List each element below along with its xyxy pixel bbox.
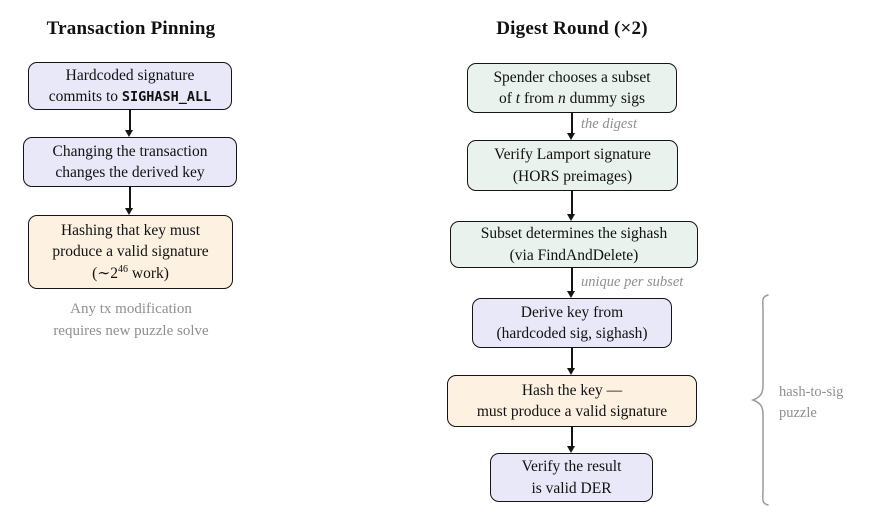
arrow-label-the-digest: the digest [581, 116, 637, 132]
box-text: Derive key from [520, 303, 624, 321]
brace-label-hash-to-sig-puzzle: hash-to-sig puzzle [779, 382, 843, 424]
box-text: (∼2 [92, 264, 118, 282]
sighash-all-code: SIGHASH_ALL [121, 89, 212, 105]
digest-box-verify-lamport: Verify Lamport signature (HORS preimages… [467, 140, 678, 191]
box-line: Verify the result [522, 456, 622, 477]
math-var-t: t [515, 90, 521, 107]
box-line: Hashing that key must [61, 220, 200, 241]
box-text: changes the derived key [55, 164, 205, 181]
arrow-shaft [129, 110, 131, 133]
box-text: Hashing that key must [60, 221, 201, 239]
arrow-head [567, 291, 576, 298]
arrow-shaft [571, 268, 573, 294]
box-text: Verify the result [521, 458, 622, 476]
box-text: dummy sigs [565, 90, 645, 107]
exponent-46: 46 [118, 263, 128, 275]
arrow-down-icon [124, 110, 136, 137]
digest-box-spender-chooses: Spender chooses a subset of t from n dum… [467, 63, 677, 113]
arrow-head [125, 130, 134, 137]
box-text: (via FindAndDelete) [509, 246, 639, 264]
arrow-down-icon [566, 348, 578, 375]
arrow-label-unique-per-subset: unique per subset [581, 274, 684, 290]
box-line: must produce a valid signature [477, 401, 667, 422]
arrow-head [567, 368, 576, 375]
digest-box-hash-the-key: Hash the key — must produce a valid sign… [447, 375, 697, 427]
curly-brace-icon [750, 294, 769, 506]
pinning-box-hashing-key: Hashing that key must produce a valid si… [28, 215, 233, 289]
footnote-line: requires new puzzle solve [53, 322, 209, 339]
arrow-down-icon [566, 191, 578, 221]
arrow-shaft [571, 348, 573, 371]
box-text: commits to [48, 88, 122, 105]
box-text: produce a valid signature [52, 243, 209, 261]
arrow-head [125, 208, 134, 215]
box-line: Spender chooses a subset [493, 67, 650, 88]
box-text: Subset determines the sighash [480, 225, 668, 243]
arrow-head [567, 446, 576, 453]
brace-label-line: hash-to-sig [779, 384, 844, 400]
box-line: of t from n dummy sigs [499, 88, 645, 109]
arrow-down-icon [566, 427, 578, 453]
pinning-box-hardcoded-signature: Hardcoded signature commits to SIGHASH_A… [28, 62, 232, 110]
box-line: commits to SIGHASH_ALL [49, 86, 212, 107]
box-text: work) [128, 264, 169, 282]
box-line: changes the derived key [55, 162, 204, 183]
box-text: Spender chooses a subset [493, 68, 651, 86]
box-text: of [499, 90, 516, 107]
arrow-down-icon [124, 187, 136, 215]
digest-box-derive-key: Derive key from (hardcoded sig, sighash) [472, 298, 672, 348]
box-line: is valid DER [531, 478, 611, 499]
digest-box-verify-der: Verify the result is valid DER [490, 453, 653, 502]
arrow-shaft [571, 191, 573, 217]
box-line: (hardcoded sig, sighash) [496, 323, 647, 344]
arrow-shaft [129, 187, 131, 211]
arrow-shaft [571, 113, 573, 136]
arrow-shaft [571, 427, 573, 449]
footnote-line: Any tx modification [70, 301, 192, 317]
box-line: Changing the transaction [53, 141, 208, 162]
box-line: (∼246 work) [92, 263, 169, 284]
box-text: Verify Lamport signature [494, 146, 651, 164]
box-line: Derive key from [521, 302, 623, 323]
box-text: (HORS preimages) [512, 167, 633, 185]
box-text: Hash the key — [521, 381, 623, 399]
brace-label-line: puzzle [779, 405, 817, 422]
math-var-n: n [558, 90, 566, 107]
arrow-down-icon [566, 268, 578, 298]
box-line: Subset determines the sighash [481, 223, 667, 244]
digest-box-subset-sighash: Subset determines the sighash (via FindA… [450, 221, 698, 268]
right-column-title: Digest Round (×2) [496, 18, 648, 39]
box-text: Hardcoded signature [65, 66, 195, 84]
box-line: Hash the key — [522, 380, 622, 401]
box-text: must produce a valid signature [476, 403, 668, 420]
arrow-down-icon [566, 113, 578, 140]
arrow-head [567, 214, 576, 221]
box-text: (hardcoded sig, sighash) [496, 325, 648, 342]
box-text: Changing the transaction [52, 142, 208, 160]
box-line: (via FindAndDelete) [510, 245, 639, 266]
left-column-title: Transaction Pinning [46, 18, 216, 39]
pinning-box-changing-transaction: Changing the transaction changes the der… [23, 137, 237, 187]
arrow-head [567, 133, 576, 140]
box-text: is valid DER [531, 479, 612, 497]
box-line: Hardcoded signature [66, 65, 195, 86]
box-line: (HORS preimages) [513, 166, 632, 187]
box-line: Verify Lamport signature [494, 144, 651, 165]
box-line: produce a valid signature [52, 241, 208, 262]
pinning-footnote: Any tx modification requires new puzzle … [10, 299, 252, 343]
box-text: from [520, 90, 558, 107]
